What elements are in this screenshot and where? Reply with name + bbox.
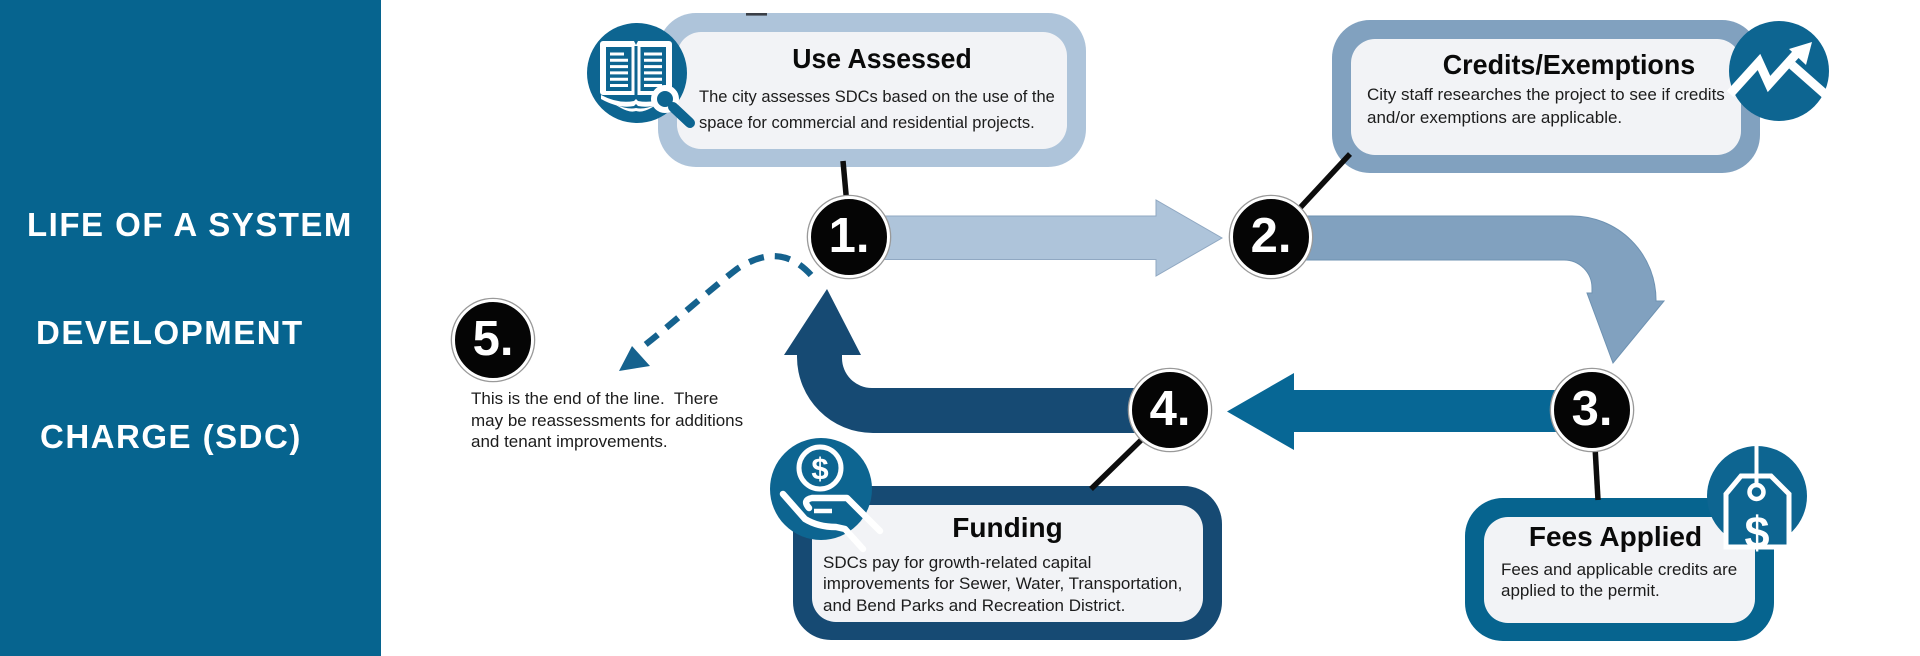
svg-text:$: $ xyxy=(1744,507,1769,558)
svg-text:$: $ xyxy=(811,451,828,486)
